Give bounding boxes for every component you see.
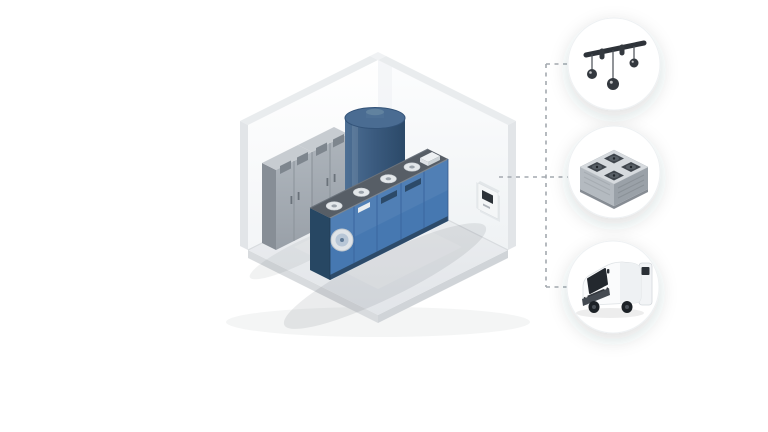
cabinet2-vent-left — [316, 142, 327, 156]
left-wall-end-edge — [240, 121, 248, 250]
unit-top-back-edge — [309, 148, 429, 209]
van-wheel-rear-hub — [625, 305, 629, 309]
cabinet1-handle-right — [297, 192, 300, 200]
light-track-bar — [583, 40, 647, 58]
charger-screen — [641, 267, 650, 275]
hotspot-ev-charging[interactable] — [566, 240, 660, 334]
cabinet2-handle-right — [333, 174, 336, 182]
floor-slab-sw — [248, 250, 378, 323]
wallbox-left — [476, 182, 478, 209]
hvac-left-face — [580, 167, 614, 206]
van-bumper — [582, 288, 610, 306]
bulb-highlight-3 — [631, 60, 634, 63]
pendant-lights-icon — [583, 40, 647, 90]
wall-corner-cap — [370, 52, 386, 60]
cabinet2-vent-right — [333, 134, 344, 148]
cabinet1-side — [262, 163, 276, 250]
floor-slab-se — [378, 250, 508, 323]
wall-controller — [476, 181, 500, 222]
tank-highlight — [352, 122, 358, 188]
cabinet1-top — [262, 145, 312, 170]
cabinet1-vent-left — [280, 160, 291, 174]
van-windshield — [587, 268, 608, 294]
unit-fan-badge — [330, 228, 354, 252]
left-wall-top-edge — [240, 56, 378, 125]
van-grille-line — [583, 287, 609, 299]
rooftop-hvac-icon — [579, 149, 649, 209]
energy-unit — [283, 148, 487, 329]
unit-vent-panel3 — [381, 190, 397, 204]
unit-end-face — [310, 208, 330, 280]
van-wheel-front-hub — [592, 305, 596, 309]
van-headlight-right — [603, 286, 607, 290]
right-wall-end-edge — [508, 121, 516, 250]
cabinet2-top — [298, 127, 348, 152]
plant-room — [226, 52, 530, 337]
hotspot-lighting[interactable] — [567, 17, 661, 111]
van-ground-shadow — [576, 308, 644, 318]
van-cargo-shade — [620, 263, 641, 304]
unit-top-front-edge — [329, 158, 449, 219]
tank-top-rim — [344, 107, 406, 129]
pendant-bulb-2 — [607, 78, 619, 90]
unit-front-face — [330, 159, 448, 280]
cabinet1-vent-right — [297, 152, 308, 166]
cabinet2-handle-left — [326, 178, 329, 186]
right-wall-top-edge — [378, 56, 516, 125]
hotspot-ventilation[interactable] — [567, 125, 661, 219]
wallbox-slot — [483, 203, 490, 209]
hotspot-lighting-disc[interactable] — [567, 17, 661, 111]
wallbox-screen — [482, 190, 493, 204]
unit-panel-seams — [353, 171, 425, 263]
hvac-side-vents-right — [617, 174, 645, 199]
unit-service-caps — [325, 162, 421, 211]
unit-label-panel — [358, 202, 370, 213]
bulb-highlight-2 — [609, 80, 613, 84]
right-wall — [378, 60, 508, 250]
tank-cap-top — [366, 108, 384, 116]
unit-top-module — [420, 152, 440, 166]
cabinet1-handle-left — [290, 196, 293, 204]
pendant-bulb-3 — [629, 58, 639, 68]
unit-vent-panel4 — [405, 178, 421, 192]
hvac-fans — [587, 153, 641, 181]
pendant-bulb-1 — [587, 69, 597, 79]
unit-shadow — [283, 223, 487, 329]
unit-plinth — [330, 216, 448, 280]
wallbox-top — [478, 181, 500, 193]
bulb-highlight-1 — [589, 71, 592, 74]
hvac-top-face — [579, 149, 649, 185]
electric-van-charging-icon — [576, 261, 653, 318]
van-headlight-left — [584, 294, 588, 298]
van-mirror — [607, 269, 610, 274]
hvac-side-vents — [583, 171, 611, 196]
connector-lines — [499, 63, 568, 288]
